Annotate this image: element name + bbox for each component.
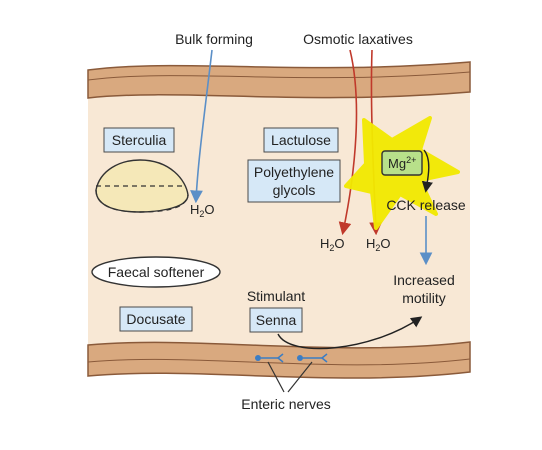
increased-label: Increased [393,272,454,288]
mg-box [381,150,423,176]
senna-box [249,307,303,333]
enteric-nerve-left [255,353,284,363]
sterculia-label: Sterculia [112,132,167,148]
osmotic-laxatives-label: Osmotic laxatives [303,31,413,47]
glycols-label: glycols [273,182,316,198]
h2o-osmotic-left: H2O [320,236,345,253]
docusate-box [119,306,193,332]
mg-arrow [421,149,433,193]
nerve-pointer-right [287,361,313,393]
polyethylene-label: Polyethylene [254,164,334,180]
docusate-label: Docusate [126,311,185,327]
h2o-bulk: H2O [190,202,215,219]
motility-label: motility [402,290,446,306]
bulk-forming-label: Bulk forming [175,31,253,47]
faecal-softener-label: Faecal softener [108,264,205,280]
stimulant-label: Stimulant [247,288,305,304]
gut-wall-top [87,61,471,99]
lactulose-label: Lactulose [271,132,331,148]
lactulose-box [263,127,339,153]
bulk-forming-arrow [190,49,213,204]
senna-to-motility-arrow [277,316,423,350]
sterculia-box [103,127,175,153]
gut-wall-bottom [87,341,471,379]
osmotic-arrow-left [338,49,358,236]
nerve-pointer-left [267,361,285,393]
senna-label: Senna [256,312,297,328]
mg-label: Mg2+ [388,155,416,171]
faecal-softener-ellipse [91,256,221,288]
polyethylene-glycols-box [247,159,341,203]
cck-release-label: CCK release [386,197,466,213]
h2o-osmotic-right: H2O [366,236,391,253]
enteric-nerves-label: Enteric nerves [241,396,330,412]
enteric-nerve-right [297,353,328,363]
